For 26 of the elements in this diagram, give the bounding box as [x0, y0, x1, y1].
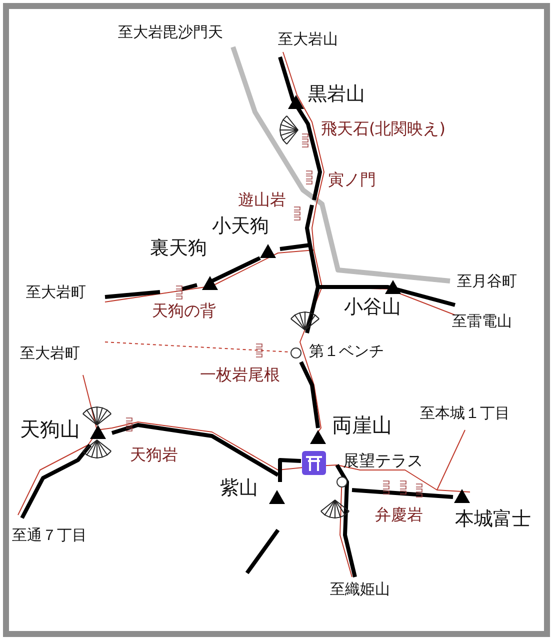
- spot-name: 第１ベンチ: [309, 343, 384, 360]
- direction-label: 至大岩山: [278, 31, 338, 48]
- rock-name: 天狗岩: [130, 446, 178, 464]
- peak-name: 小谷山: [344, 297, 401, 318]
- direction-label: 至月谷町: [457, 273, 517, 290]
- peak-name: 天狗山: [20, 418, 80, 440]
- spot-name: 展望テラス: [343, 452, 423, 470]
- rock-name: 遊山岩: [238, 191, 286, 209]
- peak-name: 黒岩山: [308, 84, 365, 105]
- rock-name: 弁慶岩: [375, 506, 423, 524]
- rock-name: 寅ノ門: [328, 171, 376, 189]
- direction-label: 至雷電山: [452, 313, 512, 330]
- peak-name: 紫山: [220, 478, 258, 499]
- rock-name: 飛天石(北関映え): [321, 120, 446, 138]
- direction-label: 至本城１丁目: [420, 405, 510, 422]
- rock-name: 一枚岩尾根: [200, 366, 280, 384]
- direction-label: 至大岩町: [20, 345, 80, 362]
- peak-name: 本城富士: [455, 509, 531, 530]
- direction-label: 至大岩毘沙門天: [118, 24, 223, 40]
- rock-name: 天狗の背: [152, 302, 216, 320]
- direction-label: 至織姫山: [330, 581, 390, 598]
- direction-label: 至大岩町: [26, 284, 86, 300]
- direction-label: 至通７丁目: [12, 527, 87, 544]
- peak-name: 両崖山: [332, 414, 392, 436]
- peak-name: 小天狗: [212, 216, 269, 237]
- peak-name: 裏天狗: [150, 238, 207, 259]
